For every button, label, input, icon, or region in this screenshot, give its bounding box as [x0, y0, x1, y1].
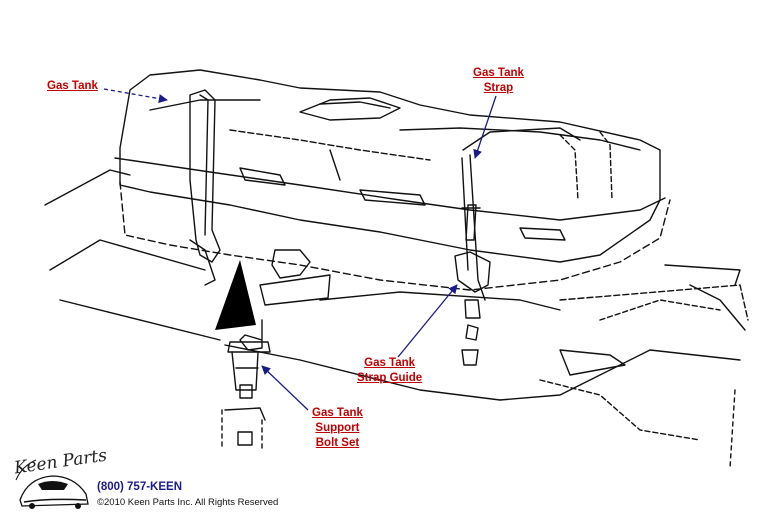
support-bolt-set-label-line1: Gas Tank [312, 407, 363, 419]
strap-guide-label-line2: Strap Guide [357, 372, 423, 384]
gas-tank-strap-label-line1: Gas Tank [473, 67, 524, 79]
strap-leader [473, 95, 497, 159]
gas-tank-strap-label-line2: Strap [483, 82, 514, 94]
gas-tank-label-text: Gas Tank [47, 80, 98, 92]
phone-number[interactable]: (800) 757-KEEN [97, 481, 183, 493]
gas-tank-strap-label[interactable]: Gas Tank Strap [473, 66, 524, 96]
bolt-set-leader [261, 365, 309, 411]
strap-guide-label-line1: Gas Tank [364, 357, 416, 369]
strap-guide-label[interactable]: Gas Tank Strap Guide [357, 356, 422, 386]
support-wedge-shape [215, 260, 256, 330]
support-bolt-set-label-line3: Bolt Set [315, 437, 360, 449]
strap-guide-leader [397, 284, 458, 358]
support-bolt-set-label-line2: Support [315, 422, 360, 434]
gas-tank-leader [103, 88, 168, 104]
gas-tank-label[interactable]: Gas Tank [47, 79, 98, 94]
keen-parts-logo [15, 459, 89, 509]
copyright-text: ©2010 Keen Parts Inc. All Rights Reserve… [97, 497, 279, 508]
support-bolt-set-label[interactable]: Gas Tank Support Bolt Set [312, 406, 363, 451]
